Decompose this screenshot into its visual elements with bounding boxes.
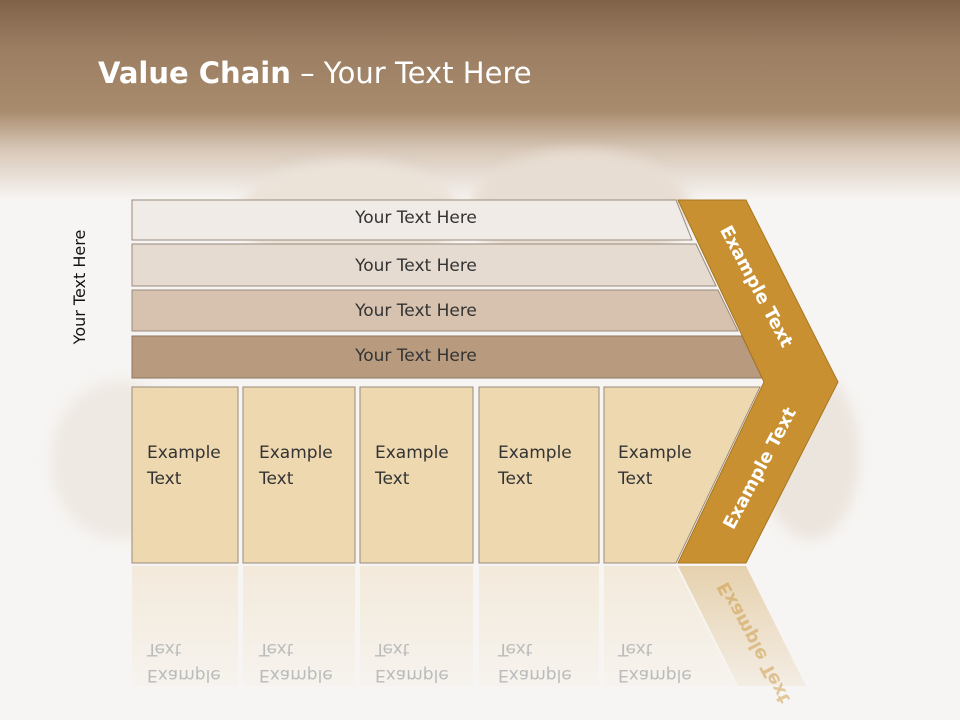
box-label-line2: Text xyxy=(375,469,410,489)
page-title: Value Chain – Your Text Here xyxy=(98,56,532,90)
box-label-line2: Text xyxy=(618,469,653,489)
reflection-line1: Example xyxy=(259,665,333,685)
reflection-line1: Example xyxy=(618,665,692,685)
primary-activity-box xyxy=(478,386,600,564)
box-label-line1: Example xyxy=(498,443,572,463)
margin-chevron xyxy=(677,199,839,564)
reflection-line2: Text xyxy=(375,639,410,659)
box-label-line1: Example xyxy=(618,443,692,463)
bar-label: Your Text Here xyxy=(355,301,477,321)
box-label-reflection: Example Text xyxy=(259,636,333,688)
support-bar xyxy=(131,289,739,332)
box-label-line1: Example xyxy=(147,443,221,463)
box-label-line1: Example xyxy=(259,443,333,463)
box-label-line2: Text xyxy=(259,469,294,489)
reflection-line2: Text xyxy=(147,639,182,659)
primary-activity-box xyxy=(603,386,761,564)
box-label-reflection: Example Text xyxy=(618,636,692,688)
primary-activity-box xyxy=(242,386,356,564)
box-label-line2: Text xyxy=(498,469,533,489)
title-rest: – Your Text Here xyxy=(290,56,532,90)
bar-label: Your Text Here xyxy=(355,256,477,276)
box-label-line1: Example xyxy=(375,443,449,463)
title-bold: Value Chain xyxy=(98,56,291,90)
header-band xyxy=(0,0,960,200)
primary-activity-box xyxy=(359,386,474,564)
support-bar xyxy=(131,243,717,287)
reflection-line2: Text xyxy=(259,639,294,659)
reflection-line2: Text xyxy=(618,639,653,659)
box-label-line2: Text xyxy=(147,469,182,489)
reflection-fade xyxy=(100,566,860,720)
support-bar xyxy=(131,199,693,241)
reflection-line1: Example xyxy=(498,665,572,685)
reflection-line2: Text xyxy=(498,639,533,659)
bar-label: Your Text Here xyxy=(355,346,477,366)
box-label-reflection: Example Text xyxy=(375,636,449,688)
reflection-line1: Example xyxy=(147,665,221,685)
primary-activity-box xyxy=(131,386,239,564)
box-label-reflection: Example Text xyxy=(498,636,572,688)
reflection-line1: Example xyxy=(375,665,449,685)
bar-label: Your Text Here xyxy=(355,208,477,228)
box-label-reflection: Example Text xyxy=(147,636,221,688)
